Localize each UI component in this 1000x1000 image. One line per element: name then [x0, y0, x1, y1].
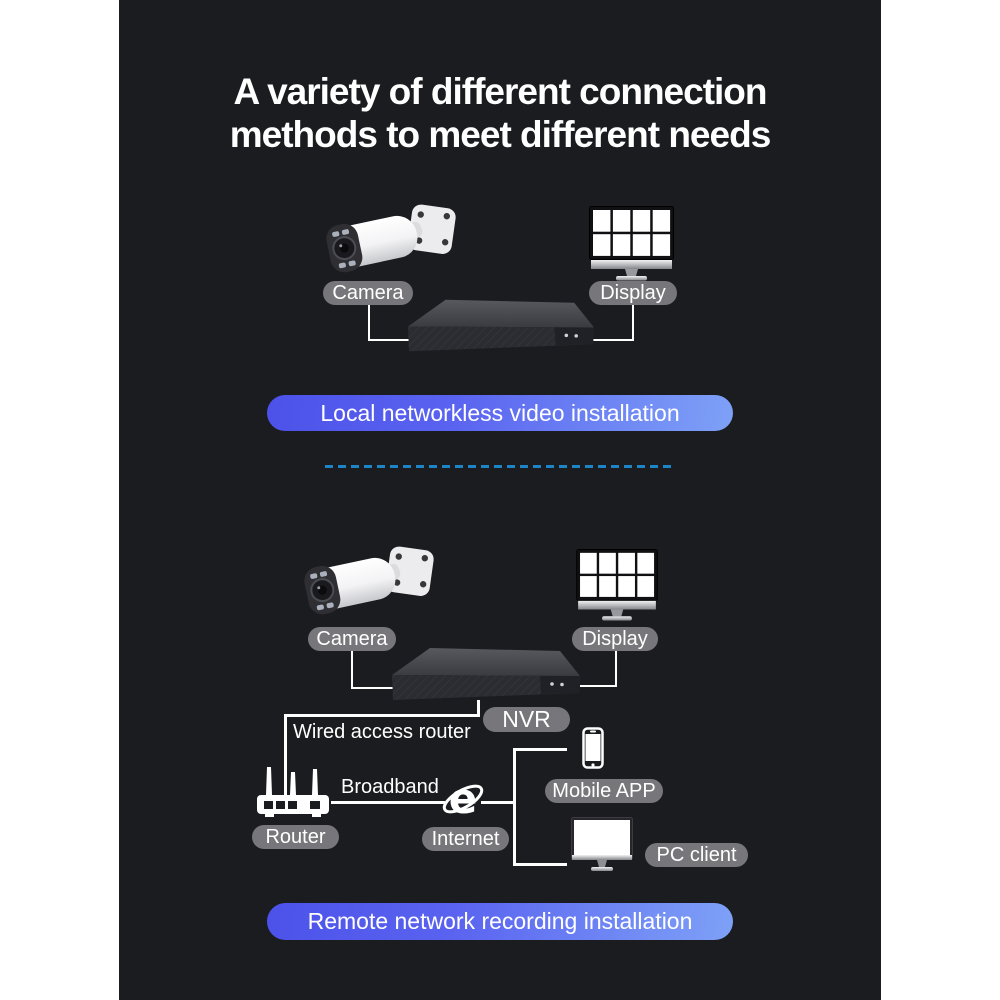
- page-title: A variety of different connection method…: [119, 70, 881, 156]
- connector-line: [284, 714, 480, 717]
- connector-line: [513, 748, 567, 751]
- camera-icon: [318, 198, 458, 286]
- camera-label-pill: Camera: [308, 627, 396, 651]
- remote-caption-pill: Remote network recording installation: [267, 903, 733, 940]
- connector-line: [513, 748, 516, 866]
- mobile-phone-icon: [582, 727, 604, 769]
- display-icon: [576, 549, 658, 621]
- connector-line: [368, 339, 410, 341]
- internet-e-icon: e: [440, 774, 486, 824]
- page-title-line1: A variety of different connection: [233, 71, 767, 112]
- display-label-pill: Display: [589, 281, 677, 305]
- svg-text:e: e: [449, 774, 478, 823]
- display-icon: [589, 206, 674, 281]
- local-caption-pill: Local networkless video installation: [267, 395, 733, 431]
- connector-line: [351, 687, 393, 689]
- display-label-pill: Display: [572, 627, 658, 651]
- dashed-divider: [325, 465, 673, 468]
- connector-line: [580, 685, 617, 687]
- connector-line: [477, 700, 480, 717]
- connector-line: [284, 714, 287, 797]
- internet-label-pill: Internet: [422, 827, 509, 851]
- dark-card: A variety of different connection method…: [119, 0, 881, 1000]
- nvr-box-icon: [406, 297, 596, 352]
- connector-line: [593, 339, 634, 341]
- connector-line: [481, 801, 516, 804]
- pc-monitor-icon: [571, 817, 633, 873]
- connector-line: [632, 303, 634, 341]
- router-icon: [255, 763, 335, 818]
- wired-access-router-text: Wired access router: [293, 721, 471, 743]
- camera-label-pill: Camera: [323, 281, 413, 305]
- pc-client-label-pill: PC client: [645, 843, 748, 867]
- connector-line: [331, 801, 445, 804]
- router-label-pill: Router: [252, 825, 339, 849]
- camera-icon: [296, 540, 436, 628]
- nvr-box-icon: [390, 646, 582, 700]
- broadband-text: Broadband: [341, 776, 439, 798]
- connector-line: [368, 303, 370, 341]
- connector-line: [351, 650, 353, 689]
- page-title-line2: methods to meet different needs: [229, 114, 772, 155]
- connector-line: [615, 650, 617, 687]
- mobile-app-label-pill: Mobile APP: [545, 779, 663, 803]
- nvr-label-pill: NVR: [483, 706, 570, 732]
- connector-line: [513, 863, 567, 866]
